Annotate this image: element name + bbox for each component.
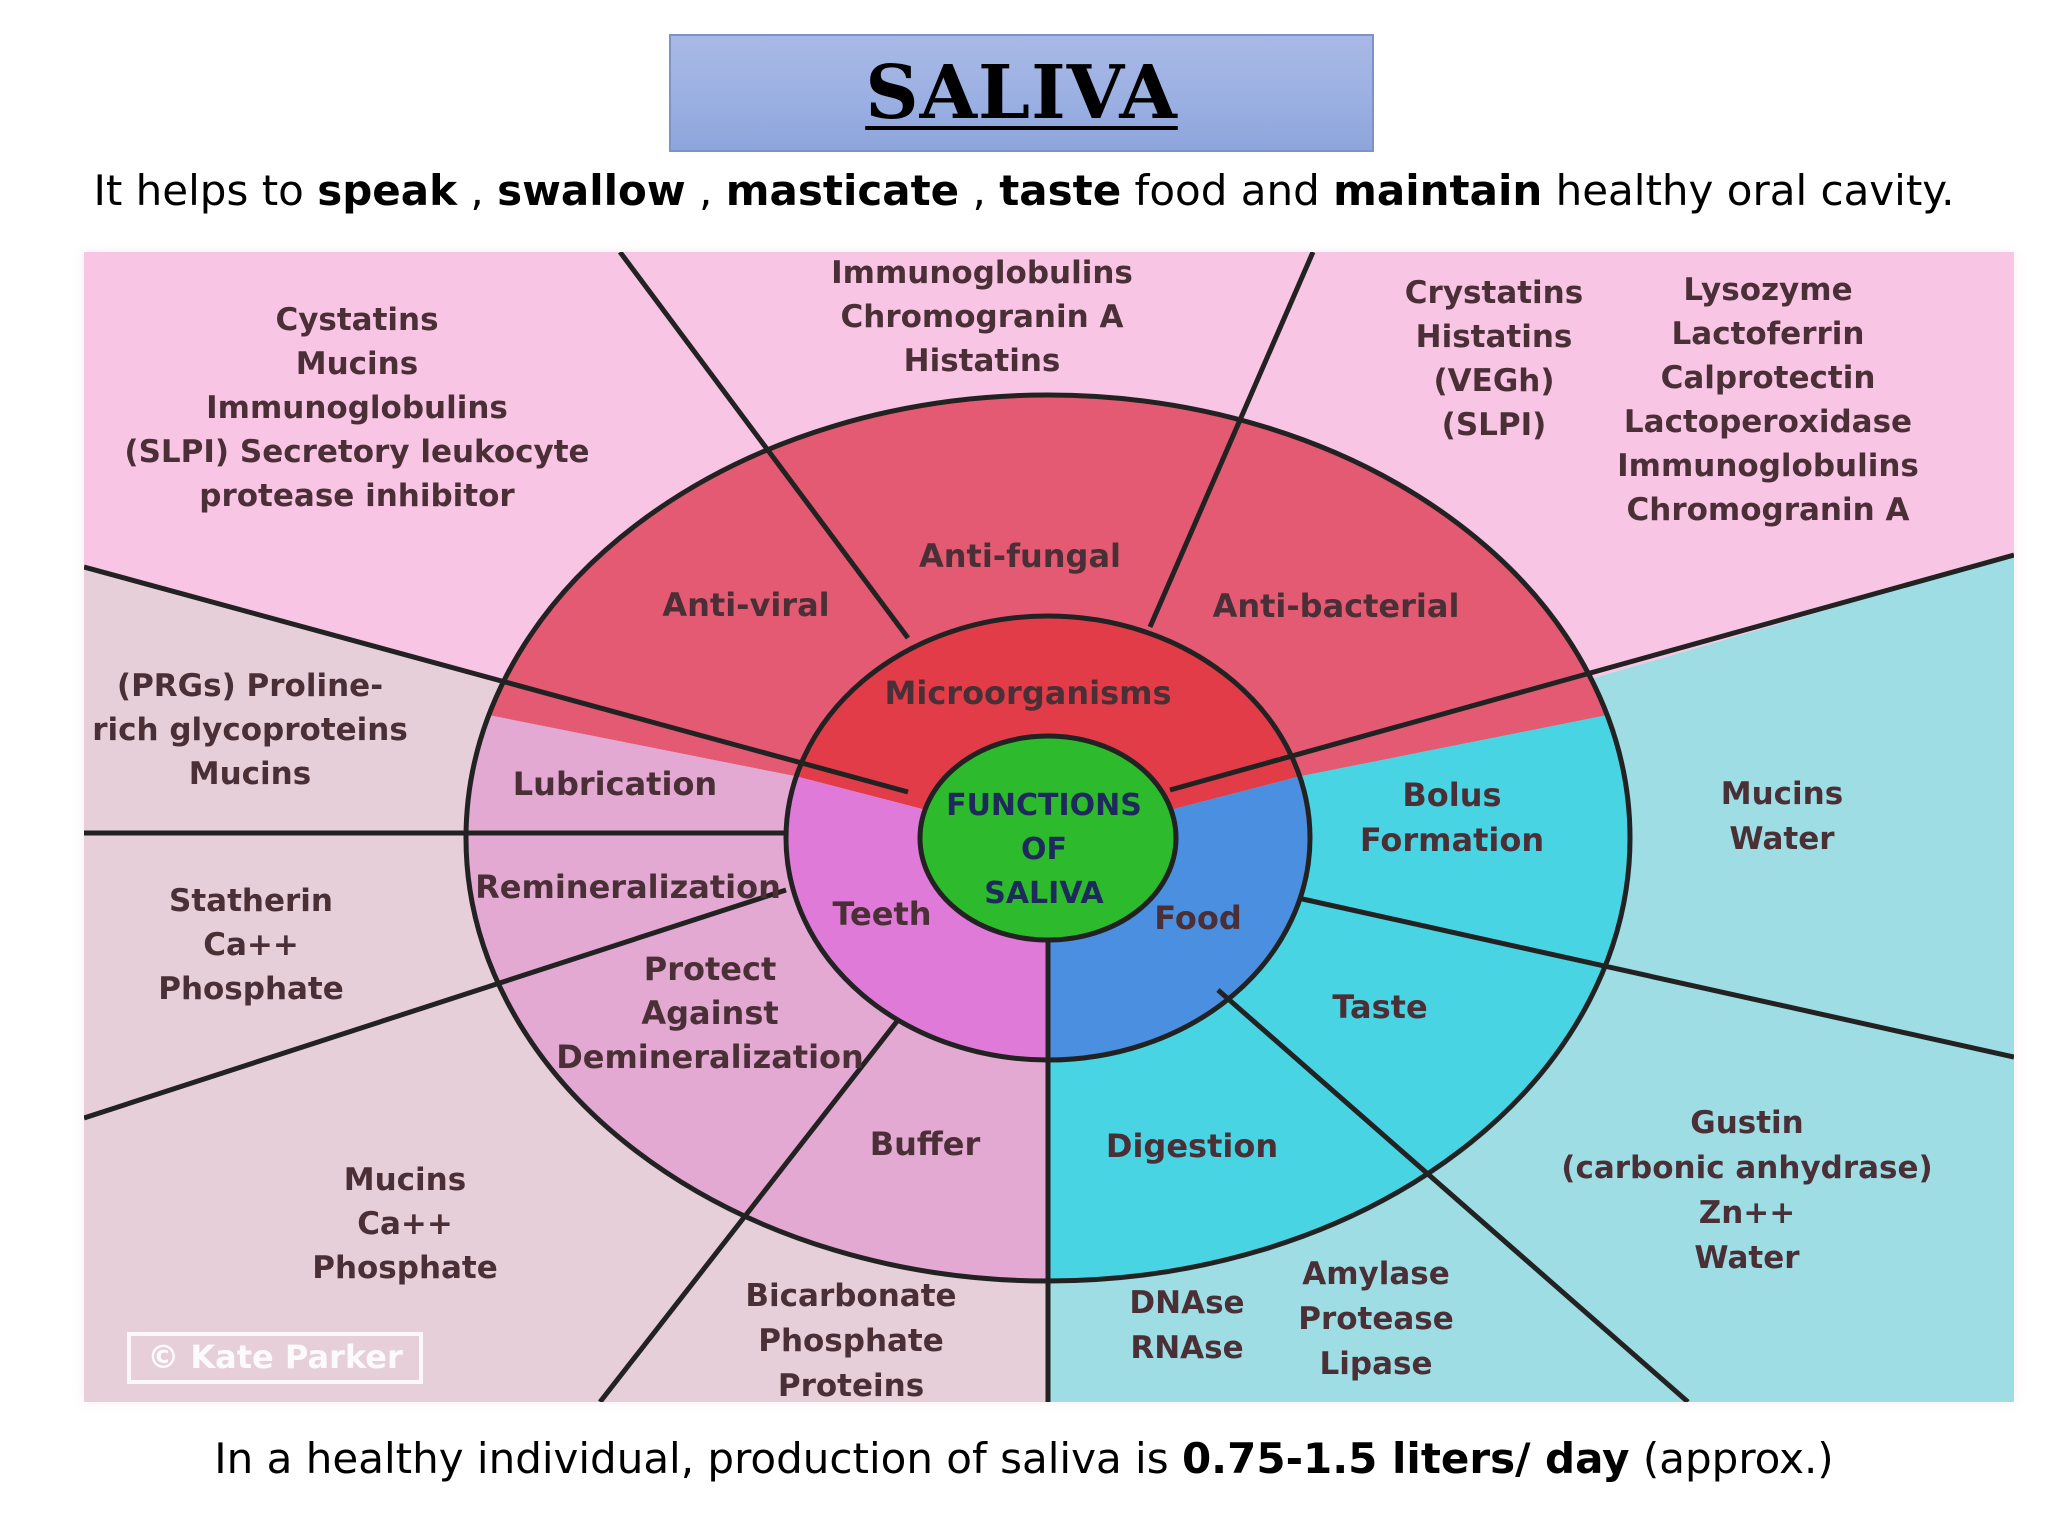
component-list-bolus: Water (1729, 821, 1835, 857)
subtitle: It helps to speak , swallow , masticate … (0, 166, 2048, 215)
component-list-digestion: DNAse (1129, 1285, 1244, 1321)
title-box: SALIVA (669, 34, 1374, 152)
footer-text: In a healthy individual, production of s… (214, 1434, 1182, 1483)
group-label-food: Food (1154, 899, 1241, 937)
divider-line (1169, 552, 2014, 793)
component-list-digestion: Protease (1298, 1301, 1454, 1337)
center-label: FUNCTIONS (946, 788, 1142, 823)
ring-food (1048, 715, 1630, 1281)
subtitle-text: , (959, 166, 1000, 215)
component-list-remineralization: Phosphate (158, 971, 344, 1007)
subtitle-bold-swallow: swallow (497, 166, 686, 215)
watermark-box (127, 1332, 423, 1384)
function-label-antibacterial: Anti-bacterial (1213, 587, 1460, 625)
divider-line (84, 564, 909, 795)
component-list-taste: Water (1694, 1240, 1800, 1276)
component-list-digestion: RNAse (1130, 1330, 1243, 1366)
component-list-lubrication: (PRGs) Proline- (117, 668, 383, 704)
component-list-antibacterial: (SLPI) (1442, 407, 1547, 443)
divider-line (598, 1018, 900, 1402)
component-list-buffer: Bicarbonate (745, 1278, 956, 1314)
function-label-buffer: Buffer (870, 1125, 981, 1163)
center-circle (917, 733, 1179, 943)
subtitle-text: food and (1121, 166, 1334, 215)
divider-line (1147, 252, 1316, 628)
component-list-antiviral: Immunoglobulins (206, 390, 508, 426)
function-label-lubrication: Lubrication (513, 765, 717, 803)
footer-note: In a healthy individual, production of s… (0, 1434, 2048, 1483)
component-list-digestion: Amylase (1302, 1256, 1450, 1292)
component-list-remineralization: Ca++ (203, 927, 299, 963)
divider-line (1297, 895, 2014, 1060)
subtitle-bold-masticate: masticate (725, 166, 960, 215)
function-label-digestion: Digestion (1106, 1127, 1278, 1165)
page-title: SALIVA (865, 50, 1178, 136)
component-list-antibacterial: Lysozyme (1683, 272, 1852, 308)
divider-line (1216, 988, 1690, 1402)
component-list-antibacterial: Chromogranin A (1627, 492, 1910, 528)
group-label-teeth: Teeth (832, 895, 931, 933)
center-label: SALIVA (984, 876, 1104, 911)
function-label-protect: Against (641, 994, 778, 1032)
function-label-bolus: Bolus (1402, 776, 1501, 814)
group-label-microorganisms: Microorganisms (885, 674, 1172, 712)
component-list-protect: Ca++ (357, 1206, 453, 1242)
component-list-antibacterial: Calprotectin (1661, 360, 1876, 396)
inner-teeth (786, 776, 1048, 1060)
component-list-protect: Mucins (344, 1162, 466, 1198)
component-list-taste: Zn++ (1699, 1195, 1796, 1231)
component-list-antiviral: Cystatins (275, 302, 438, 338)
center-label: OF (1021, 832, 1067, 867)
function-label-bolus: Formation (1360, 821, 1544, 859)
component-list-antiviral: protease inhibitor (199, 478, 515, 514)
subtitle-bold-speak: speak (317, 166, 458, 215)
subtitle-text: healthy oral cavity. (1542, 166, 1955, 215)
component-list-antifungal: Histatins (904, 343, 1061, 379)
component-list-bolus: Mucins (1721, 776, 1843, 812)
divider-line (84, 887, 787, 1121)
function-label-taste: Taste (1332, 988, 1427, 1026)
watermark: © Kate Parker (147, 1338, 403, 1376)
footer-text: (approx.) (1629, 1434, 1834, 1483)
component-list-taste: (carbonic anhydrase) (1561, 1150, 1932, 1186)
component-list-antibacterial: Crystatins (1405, 275, 1583, 311)
subtitle-bold-maintain: maintain (1333, 166, 1543, 215)
component-list-taste: Gustin (1690, 1105, 1803, 1141)
subtitle-bold-taste: taste (999, 166, 1122, 215)
function-label-protect: Demineralization (556, 1038, 864, 1076)
function-label-antifungal: Anti-fungal (919, 537, 1121, 575)
divider-line (617, 252, 911, 640)
component-list-antiviral: Mucins (296, 346, 418, 382)
component-list-digestion: Lipase (1320, 1346, 1433, 1382)
component-list-antiviral: (SLPI) Secretory leukocyte (124, 434, 589, 470)
subtitle-text: , (457, 166, 498, 215)
component-list-antifungal: Immunoglobulins (831, 255, 1133, 291)
subtitle-text: It helps to (93, 166, 318, 215)
component-list-lubrication: Mucins (189, 756, 311, 792)
ring-teeth (466, 715, 1049, 1281)
component-list-antibacterial: (VEGh) (1433, 363, 1554, 399)
function-label-remineralization: Remineralization (475, 868, 781, 906)
component-list-buffer: Proteins (778, 1368, 924, 1404)
component-list-antibacterial: Lactoferrin (1672, 316, 1865, 352)
component-list-antibacterial: Histatins (1416, 319, 1573, 355)
function-label-protect: Protect (644, 950, 776, 988)
subtitle-text: , (685, 166, 726, 215)
component-list-buffer: Phosphate (758, 1323, 944, 1359)
component-list-remineralization: Statherin (169, 883, 333, 919)
ring-microorganisms (488, 394, 1608, 777)
component-list-lubrication: rich glycoproteins (92, 712, 408, 748)
component-list-protect: Phosphate (312, 1250, 498, 1286)
footer-bold-volume: 0.75-1.5 liters/ day (1181, 1434, 1630, 1483)
component-list-antibacterial: Lactoperoxidase (1624, 404, 1912, 440)
sector-dividers (84, 252, 2014, 1402)
inner-microorganisms (796, 616, 1300, 810)
component-list-antibacterial: Immunoglobulins (1617, 448, 1919, 484)
function-label-antiviral: Anti-viral (662, 586, 829, 624)
component-list-antifungal: Chromogranin A (841, 299, 1124, 335)
inner-food (1048, 776, 1310, 1060)
